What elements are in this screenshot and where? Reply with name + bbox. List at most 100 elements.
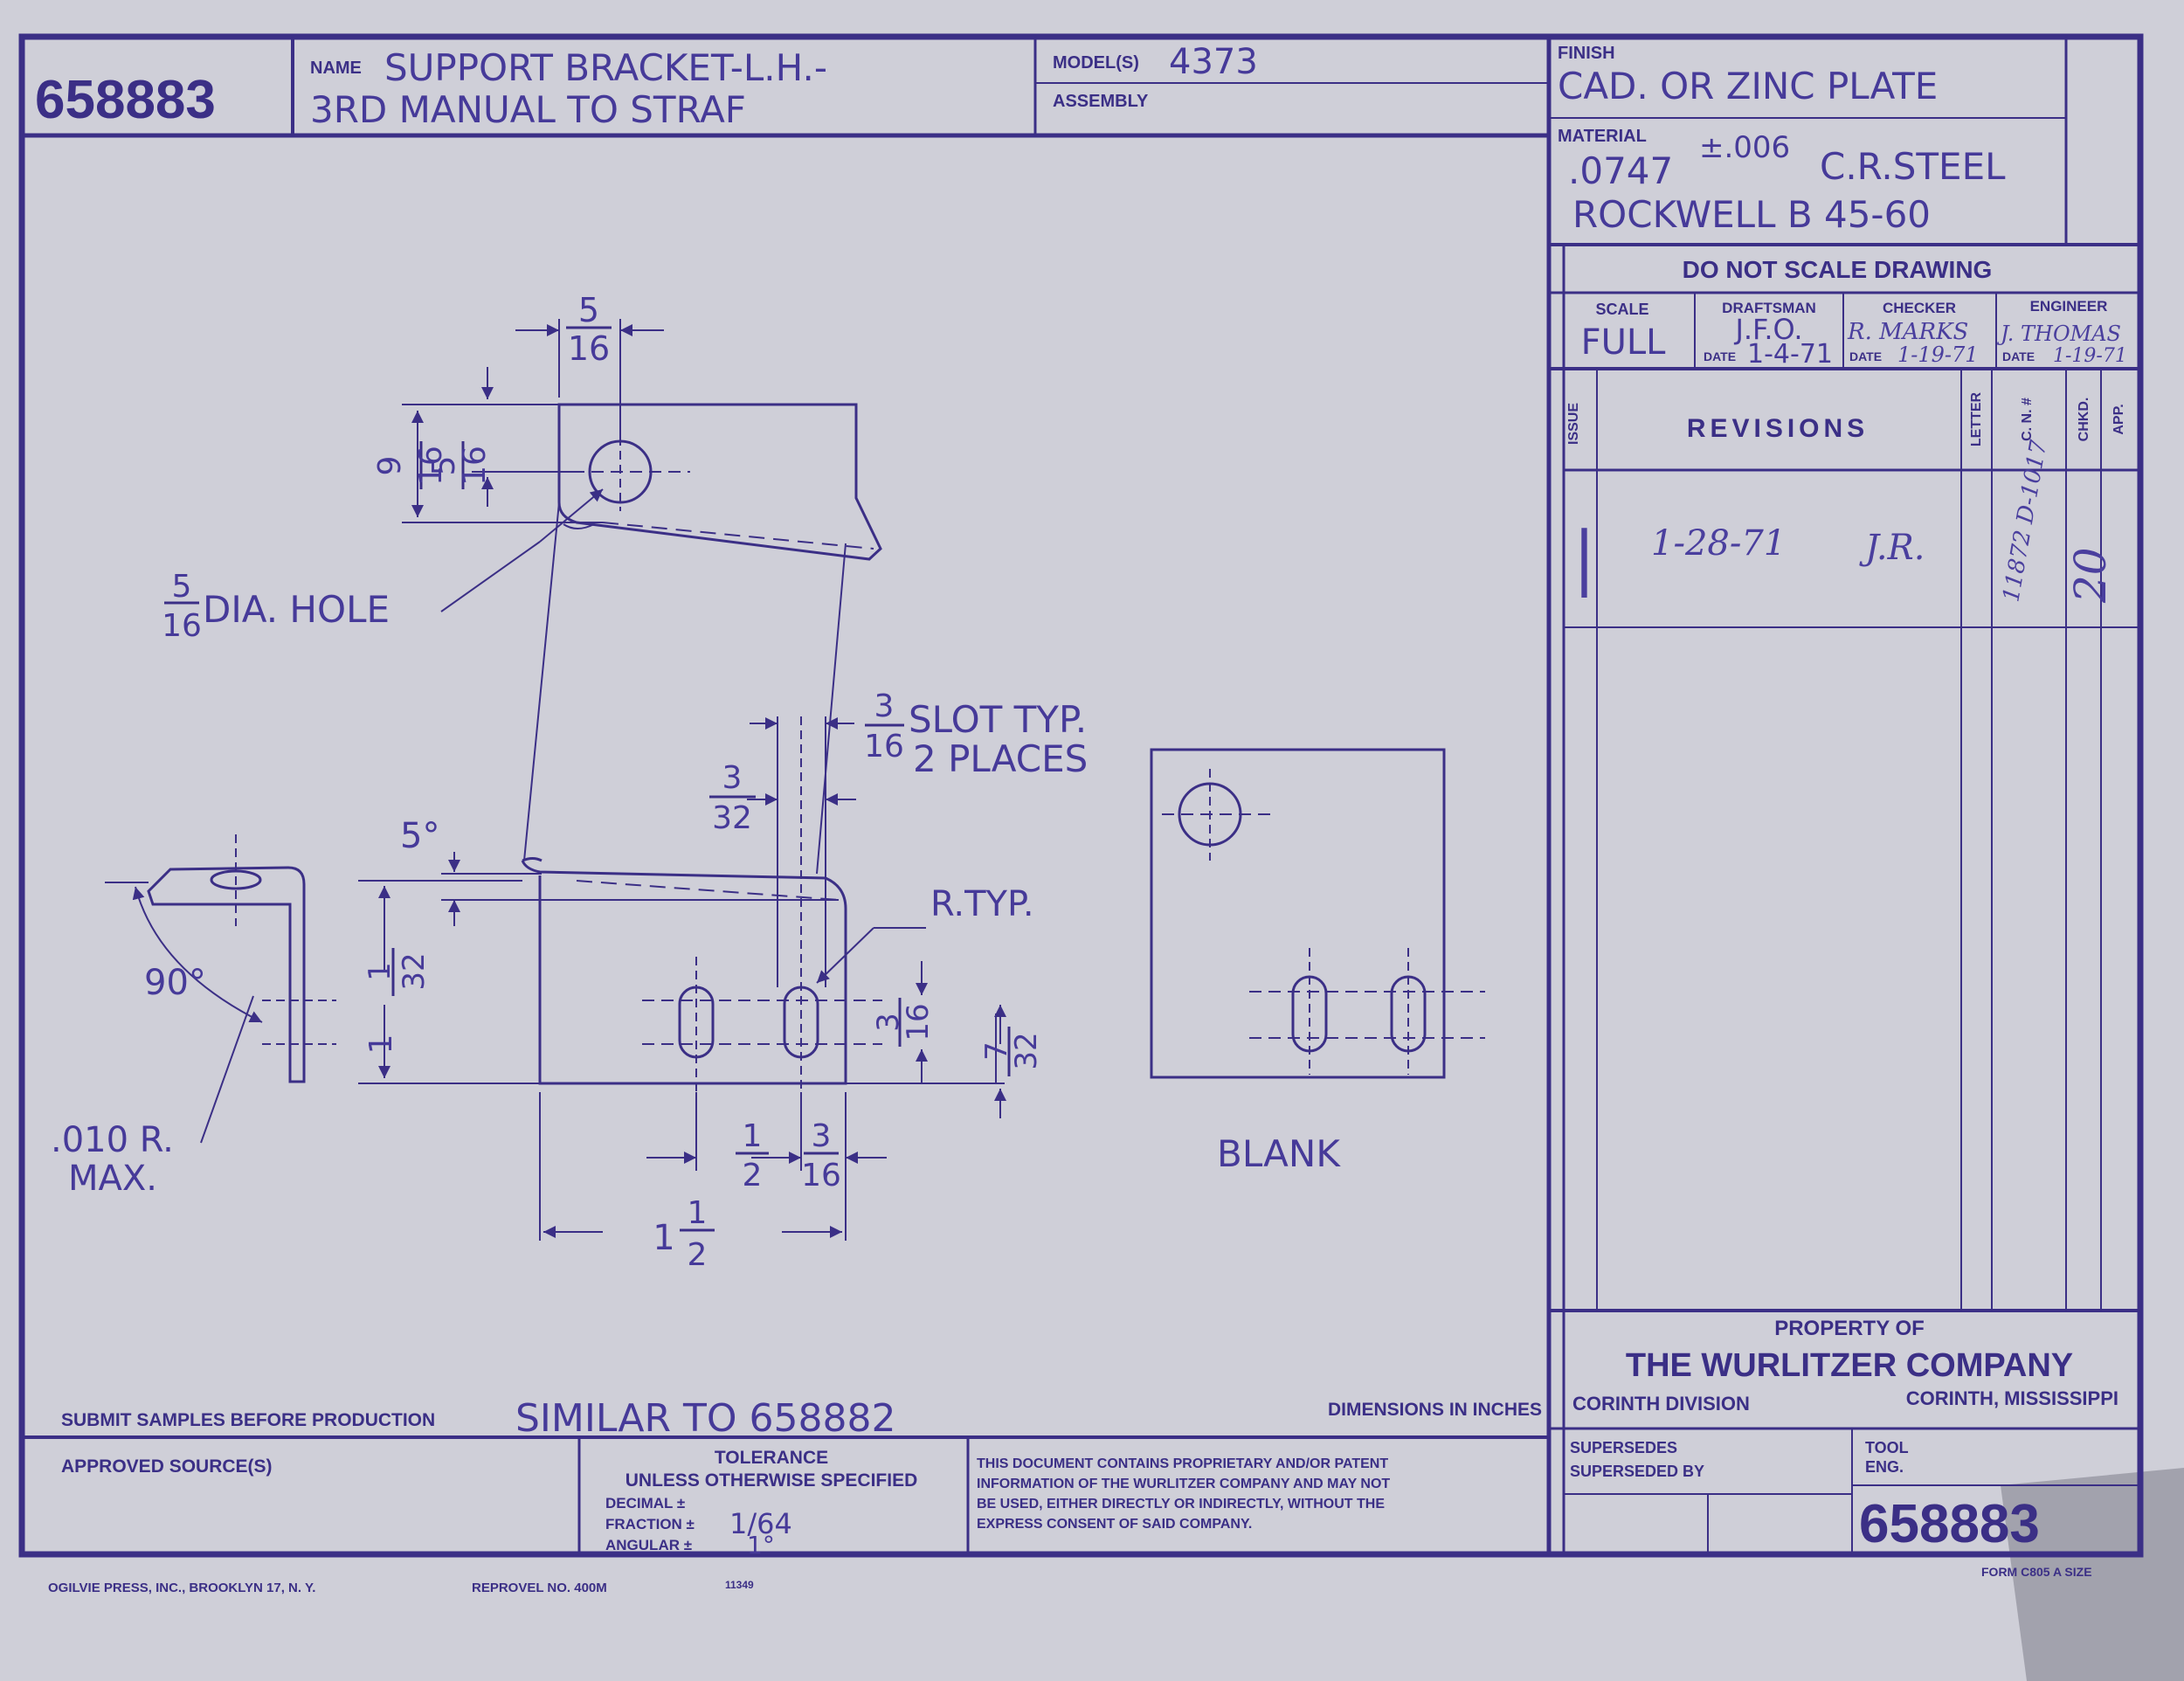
- top-width-den: 16: [568, 329, 610, 368]
- slot-places-label: 2 PLACES: [913, 737, 1088, 780]
- fraction-value: 1/64: [729, 1507, 792, 1540]
- tool-label: TOOL: [1865, 1439, 1909, 1456]
- assembly-label: ASSEMBLY: [1053, 92, 1149, 111]
- engineer-label: ENGINEER: [2030, 298, 2108, 315]
- finish-label: FINISH: [1558, 44, 1615, 63]
- part-name-line1: SUPPORT BRACKET-L.H.-: [384, 46, 827, 89]
- models-label: MODEL(S): [1053, 53, 1139, 73]
- revisions-header: REVISIONS: [1687, 414, 1869, 443]
- draftsman-label: DRAFTSMAN: [1722, 300, 1816, 316]
- hole-v1-num: 9: [372, 456, 408, 476]
- revision-issue: |: [1572, 516, 1596, 598]
- property-of: PROPERTY OF: [1774, 1317, 1925, 1340]
- checker-label: CHECKER: [1883, 300, 1956, 316]
- decimal-label: DECIMAL ±: [605, 1495, 685, 1512]
- printer-note: OGILVIE PRESS, INC., BROOKLYN 17, N. Y.: [48, 1581, 315, 1595]
- letter-label: LETTER: [1969, 391, 1984, 446]
- height-whole: 1: [363, 1034, 399, 1055]
- supersedes-label: SUPERSEDES: [1570, 1439, 1677, 1456]
- scale-value: FULL: [1581, 322, 1667, 363]
- radius-typ-label: R.TYP.: [930, 884, 1034, 924]
- finish-value: CAD. OR ZINC PLATE: [1558, 65, 1938, 107]
- checker-date-label: DATE: [1849, 349, 1882, 363]
- draftsman-value: J.F.O.: [1733, 313, 1802, 346]
- blank-view: [1150, 748, 1485, 1079]
- form-note: FORM C805 A SIZE: [1981, 1565, 2092, 1579]
- angle-90-label: 90°: [144, 963, 206, 1003]
- height-num: 1: [363, 962, 397, 981]
- top-width-num: 5: [578, 291, 599, 329]
- slot-h-den: 16: [901, 1003, 936, 1041]
- hole-v1-den: 16: [413, 446, 449, 486]
- proprietary-line4: EXPRESS CONSENT OF SAID COMPANY.: [977, 1517, 1252, 1532]
- issue-label: ISSUE: [1566, 403, 1581, 445]
- dimension-lines: [200, 319, 1006, 1241]
- angular-label: ANGULAR ±: [605, 1537, 692, 1553]
- app-label: APP.: [2111, 404, 2126, 434]
- revision-chkd: 20: [2065, 547, 2116, 604]
- half-den: 2: [743, 1158, 763, 1193]
- radius-note-line2: MAX.: [68, 1159, 157, 1199]
- slot-gap-num: 3: [722, 760, 743, 796]
- height-den: 32: [397, 952, 432, 990]
- slot-gap-den: 32: [712, 800, 752, 836]
- width-whole: 1: [653, 1218, 674, 1258]
- radius-note-line1: .010 R.: [51, 1120, 174, 1160]
- models-value: 4373: [1169, 42, 1258, 82]
- checker-value: R. MARKS: [1847, 319, 1968, 345]
- proprietary-line3: BE USED, EITHER DIRECTLY OR INDIRECTLY, …: [977, 1497, 1385, 1512]
- bottom-part-number: 658883: [1859, 1494, 2040, 1554]
- edge-den: 16: [801, 1158, 841, 1193]
- submit-samples-note: SUBMIT SAMPLES BEFORE PRODUCTION: [61, 1410, 435, 1430]
- tolerance-subtitle: UNLESS OTHERWISE SPECIFIED: [625, 1470, 918, 1491]
- location-name: CORINTH, MISSISSIPPI: [1906, 1387, 2118, 1409]
- width-den: 2: [688, 1237, 708, 1273]
- material-hardness: ROCKWELL B 45-60: [1572, 193, 1931, 236]
- material-type: C.R.STEEL: [1820, 145, 2006, 188]
- revision-initials: J.R.: [1859, 528, 1925, 568]
- name-label: NAME: [310, 59, 362, 78]
- half-num: 1: [743, 1118, 763, 1154]
- material-tolerance: ±.006: [1699, 130, 1790, 165]
- division-name: CORINTH DIVISION: [1572, 1393, 1750, 1415]
- slot-label: SLOT TYP.: [909, 698, 1087, 741]
- slot-bot-den: 32: [1009, 1032, 1044, 1069]
- reprovel-note: REPROVEL NO. 400M: [472, 1581, 607, 1595]
- material-thickness: .0747: [1568, 149, 1673, 192]
- engineer-date-label: DATE: [2002, 349, 2035, 363]
- similar-to-note: SIMILAR TO 658882: [515, 1396, 896, 1441]
- dimensions-in-note: DIMENSIONS IN INCHES: [1328, 1400, 1542, 1420]
- slot-bot-num: 7: [979, 1041, 1014, 1061]
- dia-hole-num: 5: [172, 569, 192, 605]
- slot-den: 16: [864, 729, 904, 764]
- eng-label: ENG.: [1865, 1458, 1904, 1476]
- revision-date: 1-28-71: [1651, 523, 1786, 564]
- slot-num: 3: [874, 688, 895, 724]
- front-view: [521, 716, 882, 1092]
- hole-v2-den: 16: [457, 446, 493, 486]
- hole-v2-num: 5: [426, 456, 462, 476]
- proprietary-line2: INFORMATION OF THE WURLITZER COMPANY AND…: [977, 1477, 1390, 1491]
- cn-label: C. N. #: [2020, 398, 2035, 441]
- part-number: 658883: [35, 70, 216, 130]
- side-view: [105, 834, 336, 1083]
- superseded-by-label: SUPERSEDED BY: [1570, 1463, 1704, 1480]
- draftsman-date: 1-4-71: [1747, 339, 1833, 370]
- width-num: 1: [688, 1195, 708, 1231]
- tolerance-title: TOLERANCE: [715, 1448, 828, 1468]
- material-label: MATERIAL: [1558, 127, 1647, 146]
- checker-date: 1-19-71: [1897, 342, 1979, 367]
- do-not-scale-note: DO NOT SCALE DRAWING: [1683, 256, 1993, 283]
- engineer-value: J. THOMAS: [1996, 322, 2121, 346]
- edge-num: 3: [812, 1118, 832, 1154]
- slot-h-num: 3: [871, 1013, 906, 1032]
- chkd-label: CHKD.: [2077, 398, 2091, 442]
- scale-label: SCALE: [1595, 301, 1648, 318]
- fraction-label: FRACTION ±: [605, 1516, 695, 1532]
- draftsman-date-label: DATE: [1704, 349, 1736, 363]
- dia-hole-label: DIA. HOLE: [203, 588, 390, 631]
- company-name: THE WURLITZER COMPANY: [1626, 1347, 2073, 1384]
